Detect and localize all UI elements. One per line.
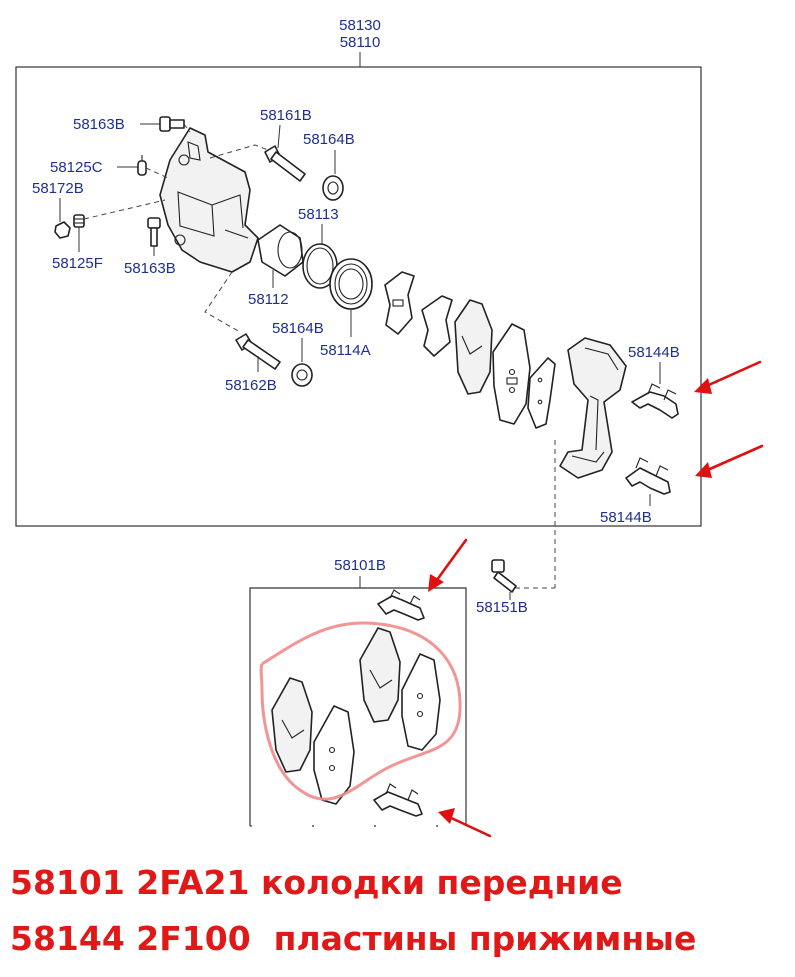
label-bolt-lower: 58163B (124, 260, 176, 277)
label-bleeder-cap: 58125C (50, 159, 103, 176)
guide-pin-lower-part (235, 333, 281, 370)
label-pad-kit: 58101B (334, 557, 386, 574)
label-bleeder-screw: 58125F (52, 255, 103, 272)
bolt-lower-part (147, 217, 161, 247)
bolt-upper-part (159, 116, 185, 132)
kit-pad-1 (271, 677, 313, 773)
label-cap: 58172B (32, 180, 84, 197)
pad-kit-frame (249, 587, 467, 826)
assembly-frame (15, 66, 702, 527)
arrow-spring-upper (694, 360, 762, 394)
shim-pad-inner (527, 357, 556, 429)
cap-part (54, 221, 71, 239)
label-guide-pin-upper: 58161B (260, 107, 312, 124)
kit-pad-4 (401, 653, 441, 751)
label-guide-pin-lower: 58162B (225, 377, 277, 394)
piston-seal-part (302, 243, 338, 289)
caption-pads: 58101 2FA21 колодки передние (10, 863, 623, 902)
arrow-spring-lower (695, 444, 764, 478)
kit-pad-2 (313, 705, 355, 805)
caption-springs: 58144 2F100 пластины прижимные (10, 919, 697, 958)
bleeder-screw-part (73, 214, 85, 228)
kit-spring-bottom (373, 783, 423, 817)
pad-inner (492, 323, 531, 425)
label-spring-lower: 58144B (600, 509, 652, 526)
boot-lower-part (291, 363, 313, 387)
label-boot-upper: 58164B (303, 131, 355, 148)
shim-outer (384, 271, 415, 335)
spring-upper-part (631, 383, 679, 419)
label-piston-seal: 58113 (298, 206, 339, 223)
piston-part (257, 224, 304, 277)
arrow-kit-spring-top (428, 538, 468, 592)
dash-bleeder (145, 167, 169, 179)
pads-highlight (259, 621, 462, 801)
dash-guide-pin-upper (209, 144, 269, 159)
pad-outer (454, 299, 493, 395)
label-boot-lower: 58164B (272, 320, 324, 337)
label-bolt-upper: 58163B (73, 116, 125, 133)
carrier-bolt-part (491, 559, 517, 593)
leader-guide-pin-upper (277, 124, 281, 149)
spring-lower-part (625, 457, 671, 495)
label-dust-seal: 58114A (320, 342, 371, 359)
arrow-kit-spring-bottom (438, 808, 492, 838)
label-assembly-sub: 58110 (340, 34, 381, 51)
kit-spring-top (377, 589, 425, 621)
dash-guide-pin-lower (204, 271, 241, 333)
dash-bleeder-screw (83, 199, 166, 220)
shim-inner (421, 295, 453, 357)
label-spring-upper: 58144B (628, 344, 680, 361)
label-assembly-top: 58130 (339, 17, 381, 34)
label-piston: 58112 (248, 291, 289, 308)
caliper-carrier (559, 337, 627, 479)
dash-bolt-upper (183, 123, 191, 133)
bleeder-cap-part (137, 155, 147, 176)
kit-pad-3 (359, 627, 401, 723)
caliper-body (159, 127, 259, 273)
guide-pin-upper-part (264, 145, 306, 182)
label-carrier-bolt: 58151B (476, 599, 528, 616)
boot-upper-part (322, 175, 344, 201)
dust-seal-part (329, 258, 373, 310)
